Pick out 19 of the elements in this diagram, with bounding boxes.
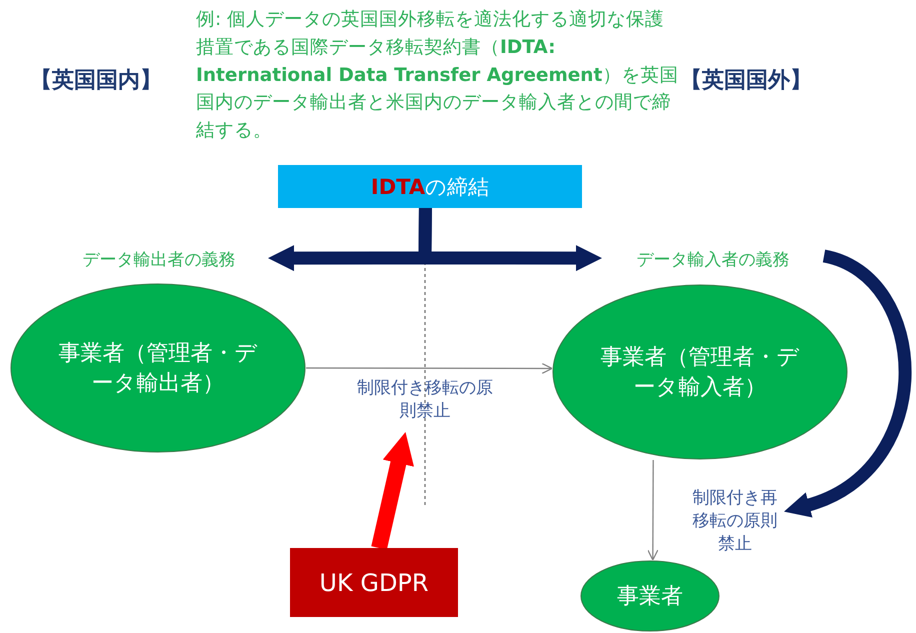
arrow <box>306 362 553 374</box>
block-arrow <box>784 250 912 517</box>
arrow <box>647 460 658 561</box>
node-label: UK GDPR <box>319 568 429 596</box>
node-label: 事業者（管理者・データ輸出者） <box>58 340 258 398</box>
node-label: IDTAの締結 <box>370 174 490 200</box>
node-label: 事業者 <box>617 583 683 611</box>
block-arrow <box>371 432 414 550</box>
obligation-label: データ輸出者の義務 <box>82 248 236 270</box>
region-heading: 【英国国内】 <box>30 67 163 95</box>
region-heading: 【英国国外】 <box>680 67 813 95</box>
obligation-label: データ輸入者の義務 <box>636 248 790 270</box>
regulation-box <box>290 548 458 617</box>
node-label: 事業者（管理者・データ輸入者） <box>600 344 800 402</box>
block-arrow <box>418 208 602 272</box>
note-text: 例: 個人データの英国国外移転を適法化する適切な保護措置である国際データ移転契約書（IDTA: International Data Transfer Agreement）を英国国内のデータ輸出者と米国内のデータ輸入者との間で締結する。 <box>196 8 680 143</box>
restriction-note: 制限付き移転の原則禁止 <box>356 377 494 422</box>
process-box <box>278 165 582 208</box>
restriction-note: 制限付き再移転の原則禁止 <box>692 486 778 554</box>
